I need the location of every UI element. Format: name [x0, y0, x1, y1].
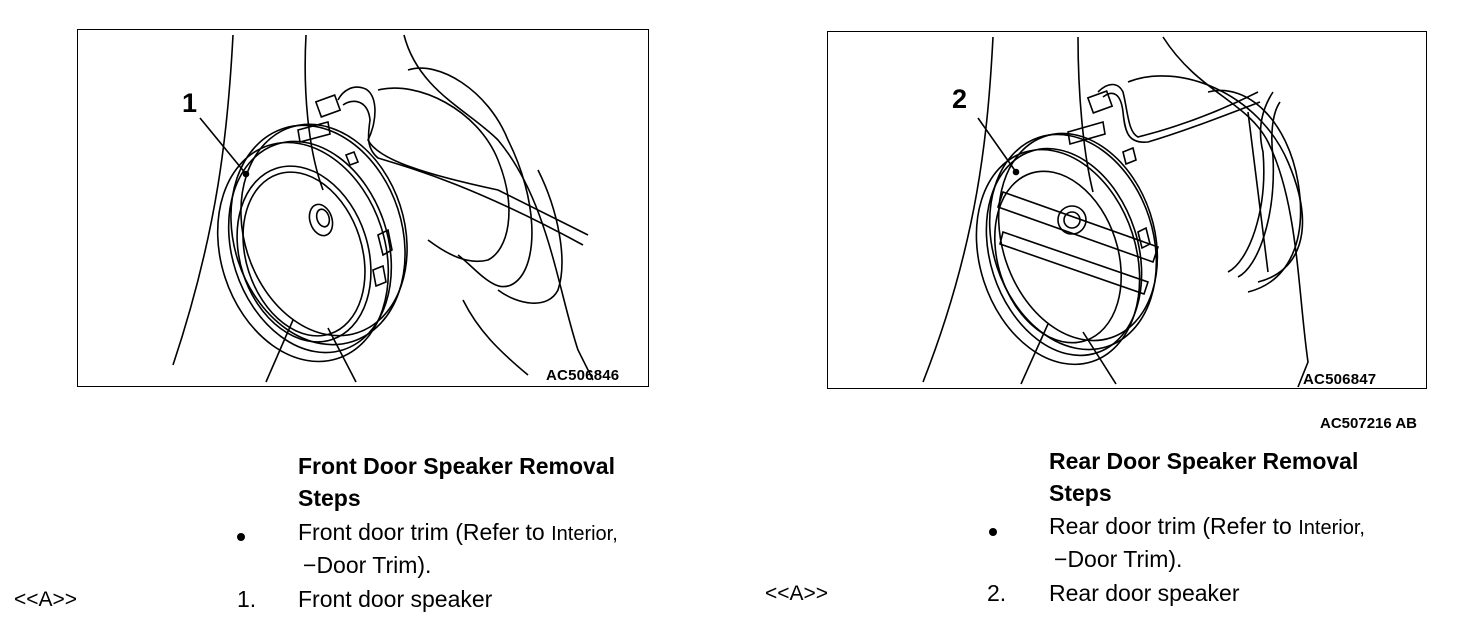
rear-bullet-line2: −Door Trim).: [1054, 543, 1182, 576]
document-id: AC507216 AB: [1320, 415, 1417, 432]
callout-number: 2: [952, 84, 968, 114]
front-bullet-link[interactable]: Interior,: [551, 523, 618, 545]
rear-heading-line2: Steps: [1049, 480, 1112, 506]
front-heading-line2: Steps: [298, 485, 361, 511]
figure-code: AC506846: [546, 367, 620, 384]
front-bullet-ref[interactable]: Door Trim: [316, 552, 418, 578]
front-speaker-illustration: [172, 34, 594, 383]
figure-code: AC506847: [1303, 371, 1377, 388]
rear-bullet-dash: −: [1054, 546, 1068, 572]
rear-speaker-figure: 2 AC506847: [827, 31, 1427, 389]
rear-step-ref: <<A>>: [765, 582, 829, 605]
front-heading-line1: Front Door Speaker Removal: [298, 453, 615, 479]
rear-bullet-link[interactable]: Interior,: [1298, 517, 1365, 539]
callout-number: 1: [182, 88, 198, 118]
rear-steps-heading: Rear Door Speaker Removal Steps: [1049, 445, 1358, 509]
front-step-number: 1.: [237, 586, 257, 612]
front-bullet-end: ).: [417, 552, 432, 578]
front-bullet-prefix: Front door trim (Refer to: [298, 519, 552, 545]
rear-bullet-ref[interactable]: Door Trim: [1067, 546, 1169, 572]
front-bullet-line1: Front door trim (Refer to Interior,: [298, 516, 618, 551]
rear-step-label: Rear door speaker: [1049, 580, 1240, 606]
front-step-label: Front door speaker: [298, 586, 493, 612]
rear-speaker-illustration: [922, 36, 1309, 388]
rear-bullet-end: ).: [1168, 546, 1183, 572]
bullet-icon: [989, 528, 997, 536]
rear-step-number: 2.: [987, 580, 1007, 606]
front-bullet-dash: −: [303, 552, 317, 578]
rear-heading-line1: Rear Door Speaker Removal: [1049, 448, 1359, 474]
bullet-icon: [237, 533, 245, 541]
rear-bullet-prefix: Rear door trim (Refer to: [1049, 513, 1299, 539]
front-bullet-line2: −Door Trim).: [303, 549, 431, 582]
rear-bullet-line1: Rear door trim (Refer to Interior,: [1049, 510, 1365, 545]
front-steps-heading: Front Door Speaker Removal Steps: [298, 450, 615, 514]
front-speaker-figure: 1 AC506846: [77, 29, 649, 387]
front-step-ref: <<A>>: [14, 588, 78, 611]
